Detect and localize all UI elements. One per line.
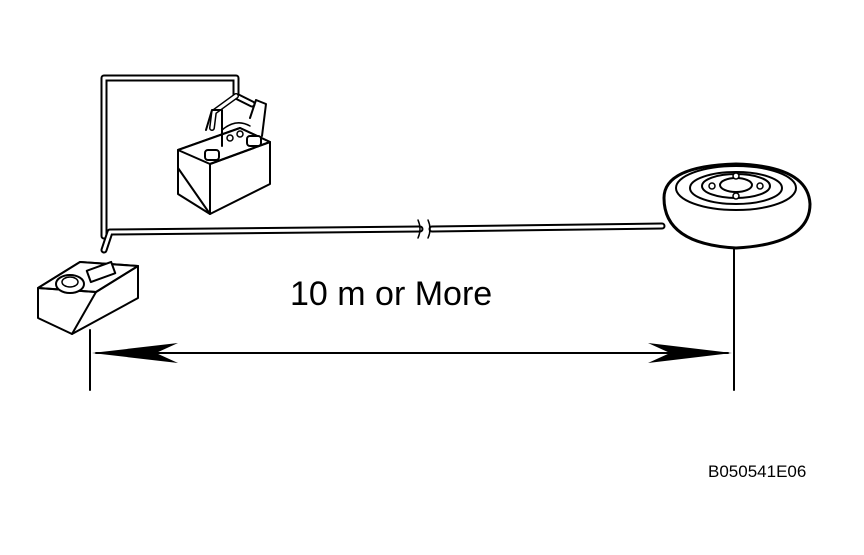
tester-box-icon: [37, 260, 139, 335]
distance-label: 10 m or More: [290, 275, 493, 313]
battery-cable: [100, 74, 256, 240]
sensor-cable: [100, 219, 666, 254]
double-arrow-icon: [89, 247, 735, 391]
battery-icon: [177, 99, 271, 215]
tire-icon: [662, 162, 812, 250]
figure-id: B050541E06: [708, 462, 807, 481]
